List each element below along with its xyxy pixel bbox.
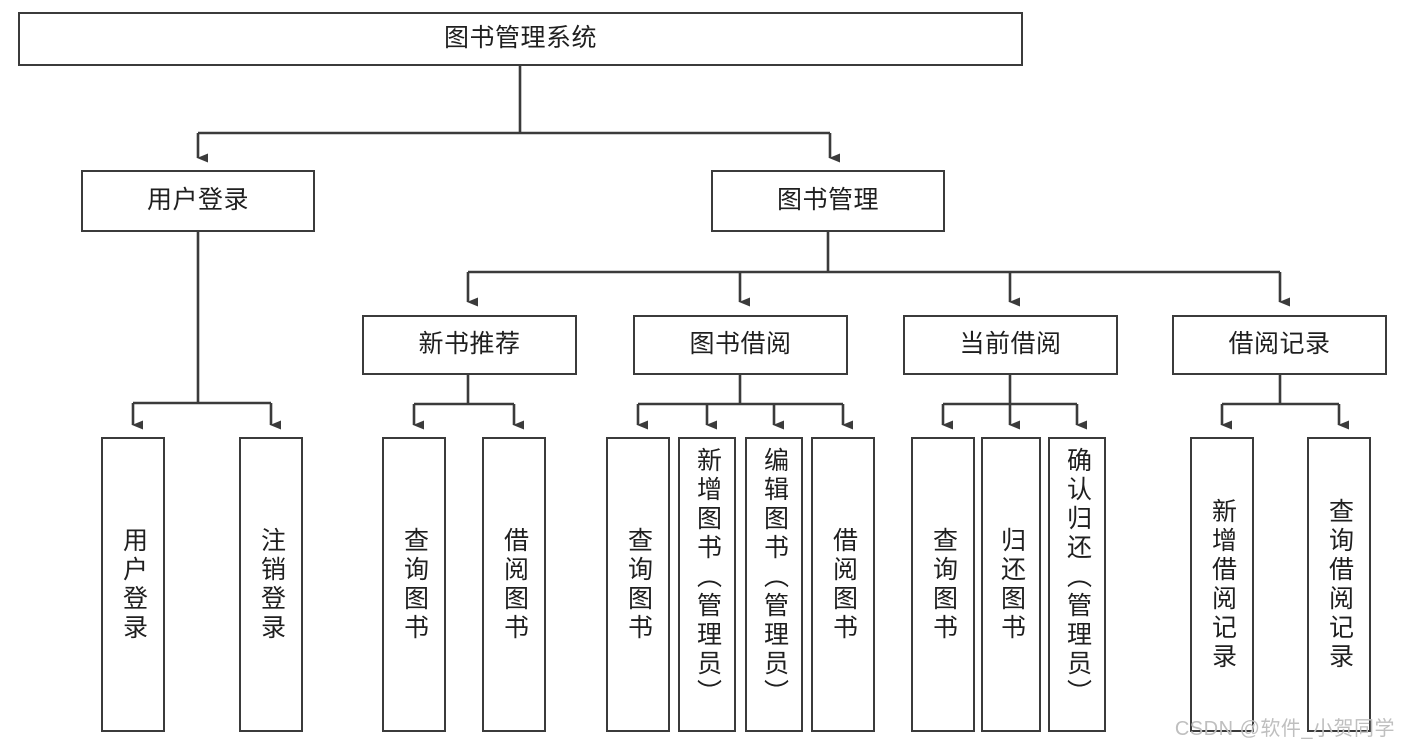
node-root-book-management-system[interactable]: 图书管理系统 (18, 12, 1023, 66)
csdn-watermark: CSDN @软件_小贺同学 (1174, 718, 1395, 740)
node-label: 查询图书 (400, 526, 429, 643)
node-label: 确认归还（管理员） (1063, 447, 1092, 708)
node-label: 新增图书（管理员） (693, 447, 722, 708)
node-leaf-confirm-return-admin[interactable]: 确认归还（管理员） (1048, 437, 1106, 732)
node-label: 新书推荐 (418, 330, 521, 359)
node-label: 新增借阅记录 (1208, 497, 1237, 672)
node-label: 编辑图书（管理员） (760, 447, 789, 708)
node-label: 借阅图书 (500, 526, 529, 643)
node-leaf-query-book-borrow[interactable]: 查询图书 (606, 437, 670, 732)
node-leaf-edit-book-admin[interactable]: 编辑图书（管理员） (745, 437, 803, 732)
node-label: 归还图书 (997, 526, 1026, 643)
node-label: 查询图书 (929, 526, 958, 643)
node-label: 图书管理系统 (443, 24, 597, 53)
node-label: 查询图书 (624, 526, 653, 643)
node-leaf-query-borrow-record[interactable]: 查询借阅记录 (1307, 437, 1371, 732)
node-leaf-add-book-admin[interactable]: 新增图书（管理员） (678, 437, 736, 732)
node-label: 当前借阅 (959, 330, 1062, 359)
node-label: 图书借阅 (689, 330, 792, 359)
node-leaf-borrow-book-recommend[interactable]: 借阅图书 (482, 437, 546, 732)
node-leaf-borrow-book[interactable]: 借阅图书 (811, 437, 875, 732)
node-label: 用户登录 (146, 186, 249, 215)
node-leaf-query-book-current[interactable]: 查询图书 (911, 437, 975, 732)
node-label: 图书管理 (776, 186, 879, 215)
node-user-login[interactable]: 用户登录 (81, 170, 315, 232)
node-current-borrow[interactable]: 当前借阅 (903, 315, 1118, 375)
node-book-management[interactable]: 图书管理 (711, 170, 945, 232)
node-leaf-query-book-recommend[interactable]: 查询图书 (382, 437, 446, 732)
node-label: 注销登录 (257, 526, 286, 643)
node-leaf-add-borrow-record[interactable]: 新增借阅记录 (1190, 437, 1254, 732)
node-leaf-user-login[interactable]: 用户登录 (101, 437, 165, 732)
node-label: 查询借阅记录 (1325, 497, 1354, 672)
node-label: 用户登录 (119, 526, 148, 643)
node-leaf-return-book[interactable]: 归还图书 (981, 437, 1041, 732)
node-book-borrow[interactable]: 图书借阅 (633, 315, 848, 375)
node-label: 借阅记录 (1228, 330, 1331, 359)
node-new-book-recommend[interactable]: 新书推荐 (362, 315, 577, 375)
node-leaf-logout-login[interactable]: 注销登录 (239, 437, 303, 732)
node-label: 借阅图书 (829, 526, 858, 643)
node-borrow-record[interactable]: 借阅记录 (1172, 315, 1387, 375)
